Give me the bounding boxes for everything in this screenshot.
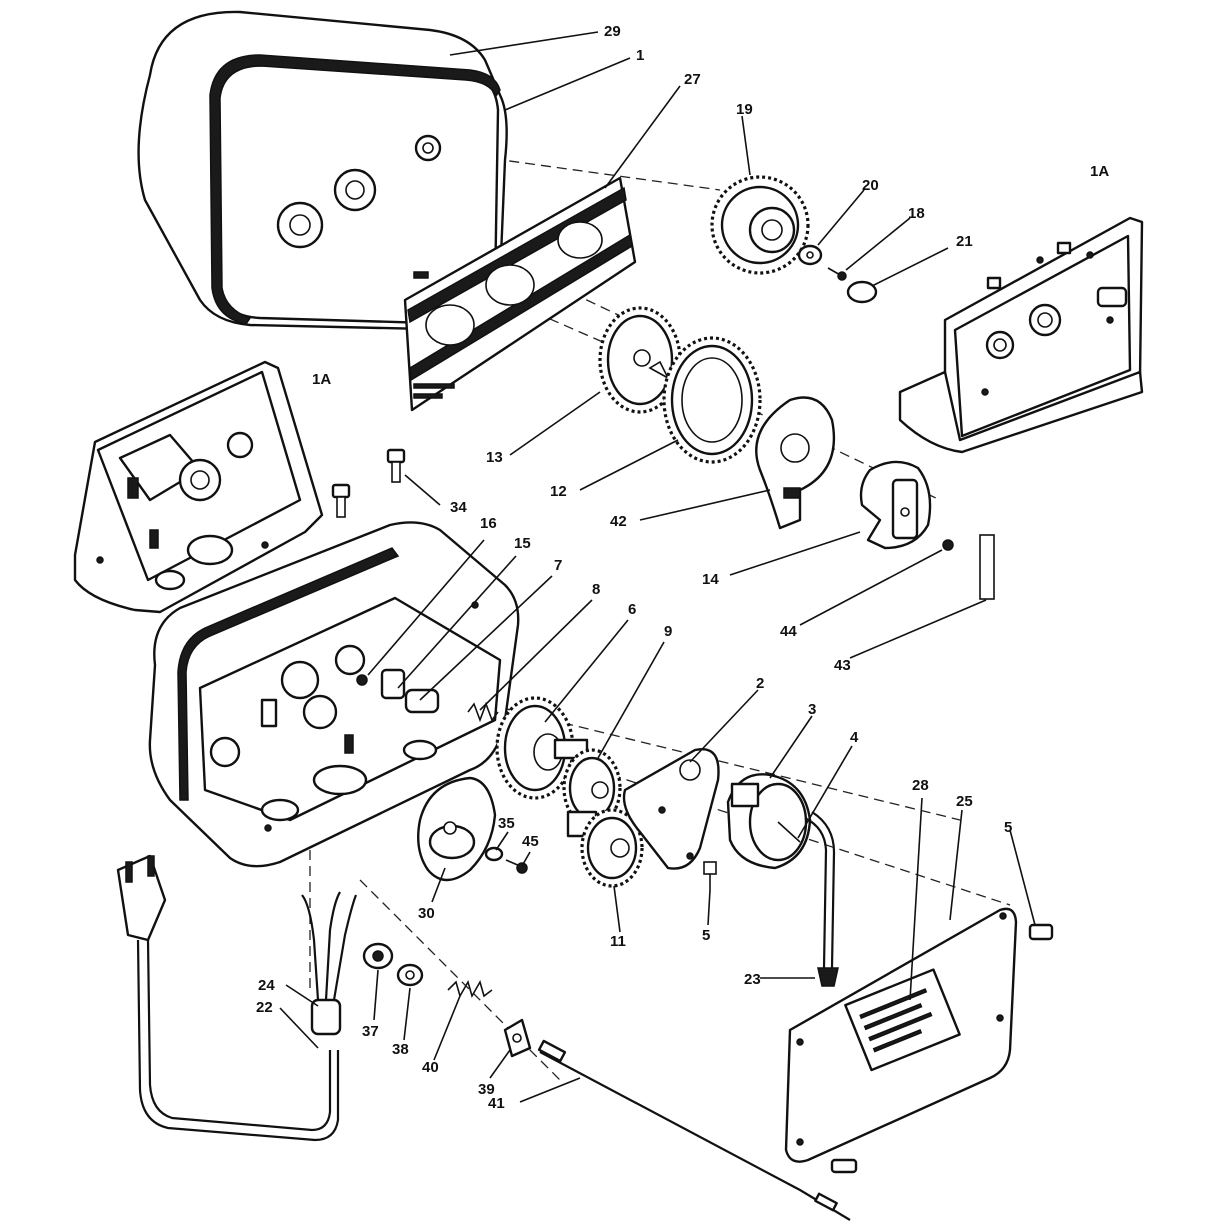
gear-12 — [662, 336, 762, 464]
screw-34 — [331, 448, 406, 518]
gear-6 — [495, 696, 589, 800]
callout-15: 15 — [514, 535, 531, 552]
callout-9: 9 — [664, 623, 672, 640]
callout-18: 18 — [908, 205, 925, 222]
callout-14: 14 — [702, 571, 719, 588]
callout-23: 23 — [744, 971, 761, 988]
callout-43: 43 — [834, 657, 851, 674]
rear-cover-25 — [784, 907, 1018, 1174]
spring-8 — [467, 701, 499, 723]
callout-5-cover: 5 — [1004, 819, 1012, 836]
callout-4: 4 — [850, 729, 859, 746]
front-plate-left — [73, 360, 324, 614]
bushing-37 — [362, 942, 394, 970]
motor-3 — [726, 773, 812, 870]
screw-44 — [942, 539, 954, 551]
callout-41: 41 — [488, 1095, 505, 1112]
callout-3: 3 — [808, 701, 816, 718]
callout-1: 1 — [636, 47, 644, 64]
callout-labels: 29 1 27 19 20 18 21 1A 1A 13 12 42 14 44… — [256, 23, 1109, 1112]
pin-43 — [979, 534, 995, 600]
callout-5-motor: 5 — [702, 927, 710, 944]
strain-relief-24 — [310, 998, 342, 1036]
top-cover — [137, 10, 508, 332]
screw-5-motor — [703, 861, 717, 890]
power-cord — [116, 854, 340, 1142]
callout-leaders — [279, 31, 1036, 1103]
callout-29: 29 — [604, 23, 621, 40]
back-plate-right — [898, 216, 1144, 454]
callout-8: 8 — [592, 581, 600, 598]
callout-7: 7 — [554, 557, 562, 574]
callout-1a-right: 1A — [1090, 163, 1109, 180]
gear-19 — [710, 175, 810, 275]
cord-leads — [301, 891, 358, 1001]
screw-45 — [505, 859, 528, 874]
wire-nut-23 — [817, 967, 839, 987]
callout-37: 37 — [362, 1023, 379, 1040]
gear-13 — [598, 306, 682, 414]
callout-12: 12 — [550, 483, 567, 500]
cam-14 — [859, 460, 932, 550]
screw-18 — [827, 267, 847, 281]
cap-21 — [846, 280, 878, 304]
washer-35 — [484, 846, 504, 862]
callout-27: 27 — [684, 71, 701, 88]
callout-28: 28 — [912, 777, 929, 794]
callout-45: 45 — [522, 833, 539, 850]
bracket-39 — [503, 1018, 532, 1058]
gear-11 — [566, 808, 644, 888]
switch-assembly — [356, 668, 440, 714]
callout-2: 2 — [756, 675, 764, 692]
callout-19: 19 — [736, 101, 753, 118]
callout-34: 34 — [450, 499, 467, 516]
motor-leads-4 — [804, 811, 836, 969]
callout-30: 30 — [418, 905, 435, 922]
callout-42: 42 — [610, 513, 627, 530]
cam-switch-30 — [417, 776, 497, 882]
callout-38: 38 — [392, 1041, 409, 1058]
callout-25: 25 — [956, 793, 973, 810]
callout-44: 44 — [780, 623, 797, 640]
callout-13: 13 — [486, 449, 503, 466]
label-plate — [403, 176, 637, 412]
callout-40: 40 — [422, 1059, 439, 1076]
callout-6: 6 — [628, 601, 636, 618]
callout-35: 35 — [498, 815, 515, 832]
callout-24: 24 — [258, 977, 275, 994]
screw-5-cover — [1028, 923, 1054, 941]
spring-40 — [447, 979, 493, 999]
callout-22: 22 — [256, 999, 273, 1016]
nut-38 — [396, 963, 424, 987]
callout-16: 16 — [480, 515, 497, 532]
callout-1a-left: 1A — [312, 371, 331, 388]
callout-11: 11 — [610, 933, 626, 950]
callout-39: 39 — [478, 1081, 495, 1098]
cable-41 — [537, 1039, 851, 1221]
disc-42 — [755, 396, 836, 530]
gear-9 — [562, 748, 622, 828]
callout-21: 21 — [956, 233, 973, 250]
motor-plate-2 — [622, 747, 720, 870]
washer-20 — [797, 244, 823, 266]
callout-20: 20 — [862, 177, 879, 194]
